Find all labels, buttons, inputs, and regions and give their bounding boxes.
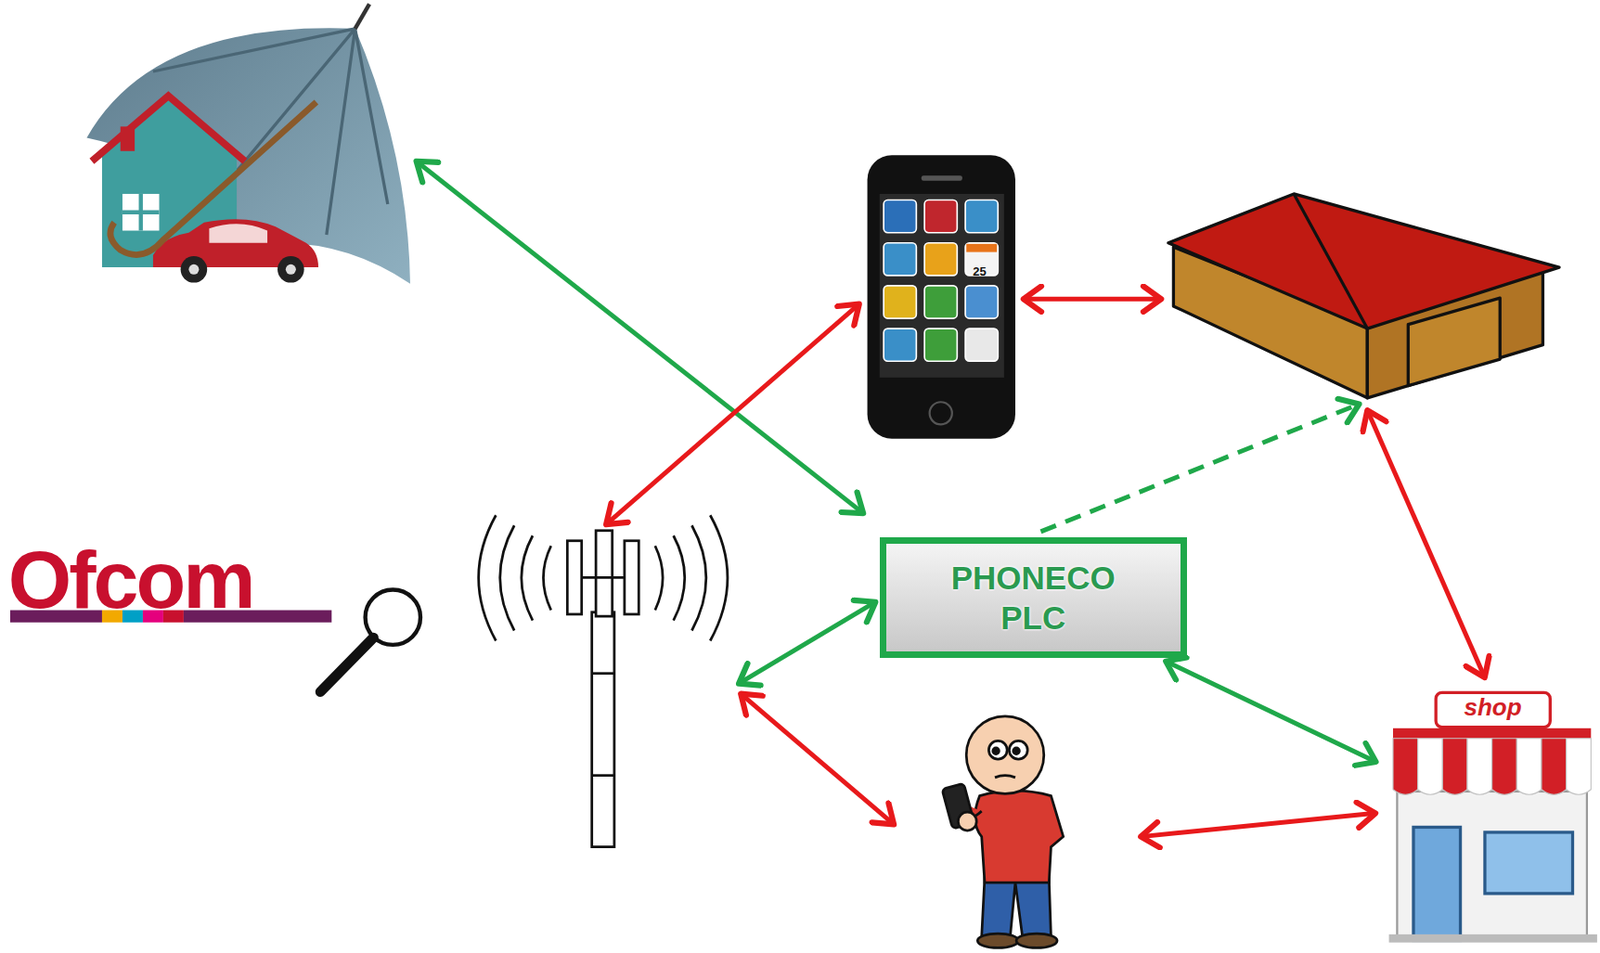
smartphone [867, 154, 1016, 439]
company-name: PHONECO PLC [940, 557, 1126, 640]
shop-front [1382, 689, 1598, 943]
shop-node: shop [1382, 689, 1598, 943]
warehouse [1168, 193, 1560, 399]
shop-sign: shop [1435, 693, 1550, 728]
insurance-icon [86, 3, 411, 284]
company-box: PHONECO PLC [879, 537, 1188, 659]
magnifier-icon [320, 590, 421, 693]
person [941, 716, 1064, 949]
phone-mast [478, 515, 728, 847]
flow-arrows [416, 161, 1485, 838]
flow-connector [1165, 661, 1377, 762]
ofcom-logo: Ofcom [8, 539, 254, 621]
calendar-number: 25 [972, 265, 986, 278]
